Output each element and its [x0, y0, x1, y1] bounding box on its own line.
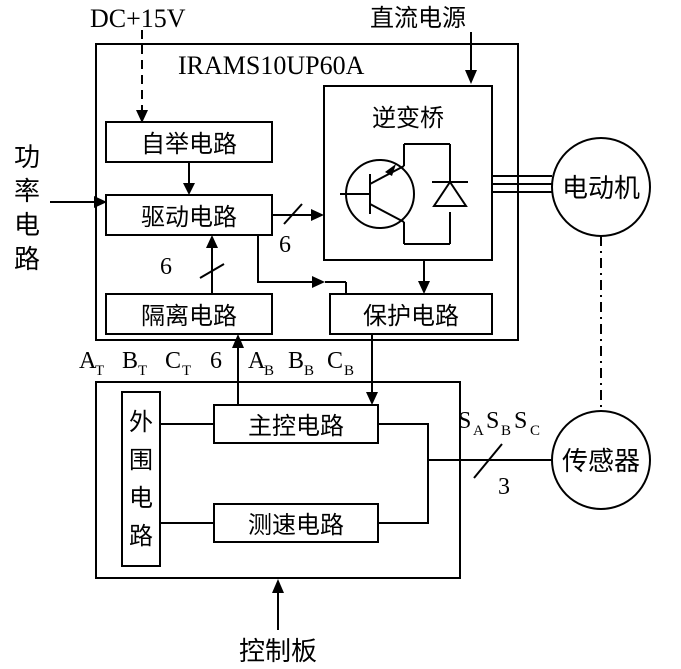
control-board-label: 控制板 [239, 637, 317, 667]
module-boundary [95, 43, 519, 341]
power-circuit-char-2: 率 [14, 177, 40, 207]
protection-block [329, 293, 493, 335]
protection-to-main-arrowhead [366, 392, 378, 405]
speed-measure-label: 测速电路 [248, 511, 344, 539]
power-input-arrowhead [94, 196, 107, 208]
main-to-isolation-arrowhead [232, 334, 244, 348]
dc-power-label: 直流电源 [370, 4, 466, 32]
svg-text:A: A [79, 348, 97, 374]
peripheral-char-4: 路 [129, 522, 153, 550]
power-circuit-char-4: 路 [14, 245, 40, 275]
driver-bus-slash [283, 203, 303, 225]
svg-text:B: B [288, 348, 304, 374]
isolation-block [105, 293, 273, 335]
isolation-to-driver-arrowhead [206, 235, 218, 248]
isolation-bus-slash [199, 263, 225, 279]
svg-text:C: C [327, 348, 343, 374]
svg-text:T: T [182, 363, 191, 379]
dc-supply-label: DC+15V [90, 4, 186, 33]
sensor-bus-count: 3 [498, 474, 510, 500]
signal-label-sa: S A [458, 408, 484, 439]
svg-text:T: T [138, 363, 147, 379]
control-board-arrowhead [272, 579, 284, 593]
power-circuit-char-3: 电 [14, 211, 40, 241]
driver-to-inverter-arrowhead [311, 209, 324, 221]
module-name-label: IRAMS10UP60A [178, 51, 365, 80]
signal-label-bb: B B [288, 348, 314, 379]
peripheral-char-3: 电 [129, 484, 153, 512]
driver-to-protection-line [257, 235, 313, 283]
motor-label: 电动机 [562, 174, 640, 204]
signal-label-bt: B T [122, 348, 147, 379]
svg-text:C: C [165, 348, 181, 374]
svg-text:S: S [514, 408, 527, 434]
signal-label-ab: A B [248, 348, 274, 379]
isolation-bus-count: 6 [160, 254, 172, 280]
bootstrap-label: 自举电路 [141, 130, 237, 158]
control-board-boundary [95, 381, 461, 579]
driver-label: 驱动电路 [141, 203, 237, 231]
peripheral-block [121, 391, 161, 567]
svg-text:B: B [122, 348, 138, 374]
svg-text:B: B [501, 423, 511, 439]
svg-text:S: S [458, 408, 471, 434]
svg-text:B: B [344, 363, 354, 379]
peripheral-char-2: 围 [129, 446, 153, 474]
signal-label-sb: S B [486, 408, 511, 439]
inverter-label: 逆变桥 [372, 104, 444, 132]
svg-text:T: T [95, 363, 104, 379]
inverter-to-protection-arrowhead [418, 281, 430, 294]
driver-bus-count: 6 [279, 232, 291, 258]
igbt-transistor-icon [340, 143, 450, 245]
svg-text:B: B [264, 363, 274, 379]
svg-text:C: C [530, 423, 540, 439]
power-circuit-char-1: 功 [14, 143, 40, 173]
main-speed-junction [378, 423, 429, 524]
inverter-block [323, 85, 493, 261]
diode-icon [432, 144, 468, 244]
signal-label-cb: C B [327, 348, 354, 379]
svg-text:A: A [473, 423, 484, 439]
main-control-label: 主控电路 [248, 412, 344, 440]
driver-to-protection-arrowhead [312, 276, 325, 288]
dc-power-arrowhead [465, 70, 477, 84]
sensor-bus-slash [473, 443, 503, 479]
dc-supply-arrowhead [136, 110, 148, 123]
signal-label-ct: C T [165, 348, 191, 379]
peripheral-char-1: 外 [129, 408, 153, 436]
sensor-label: 传感器 [562, 447, 640, 477]
top-signal-count: 6 [210, 348, 222, 374]
isolation-label: 隔离电路 [141, 302, 237, 330]
bootstrap-to-driver-arrowhead [183, 183, 195, 195]
signal-label-sc: S C [514, 408, 540, 439]
svg-text:A: A [248, 348, 266, 374]
protection-label: 保护电路 [363, 302, 459, 330]
svg-text:S: S [486, 408, 499, 434]
signal-label-at: A T [79, 348, 104, 379]
svg-text:B: B [304, 363, 314, 379]
